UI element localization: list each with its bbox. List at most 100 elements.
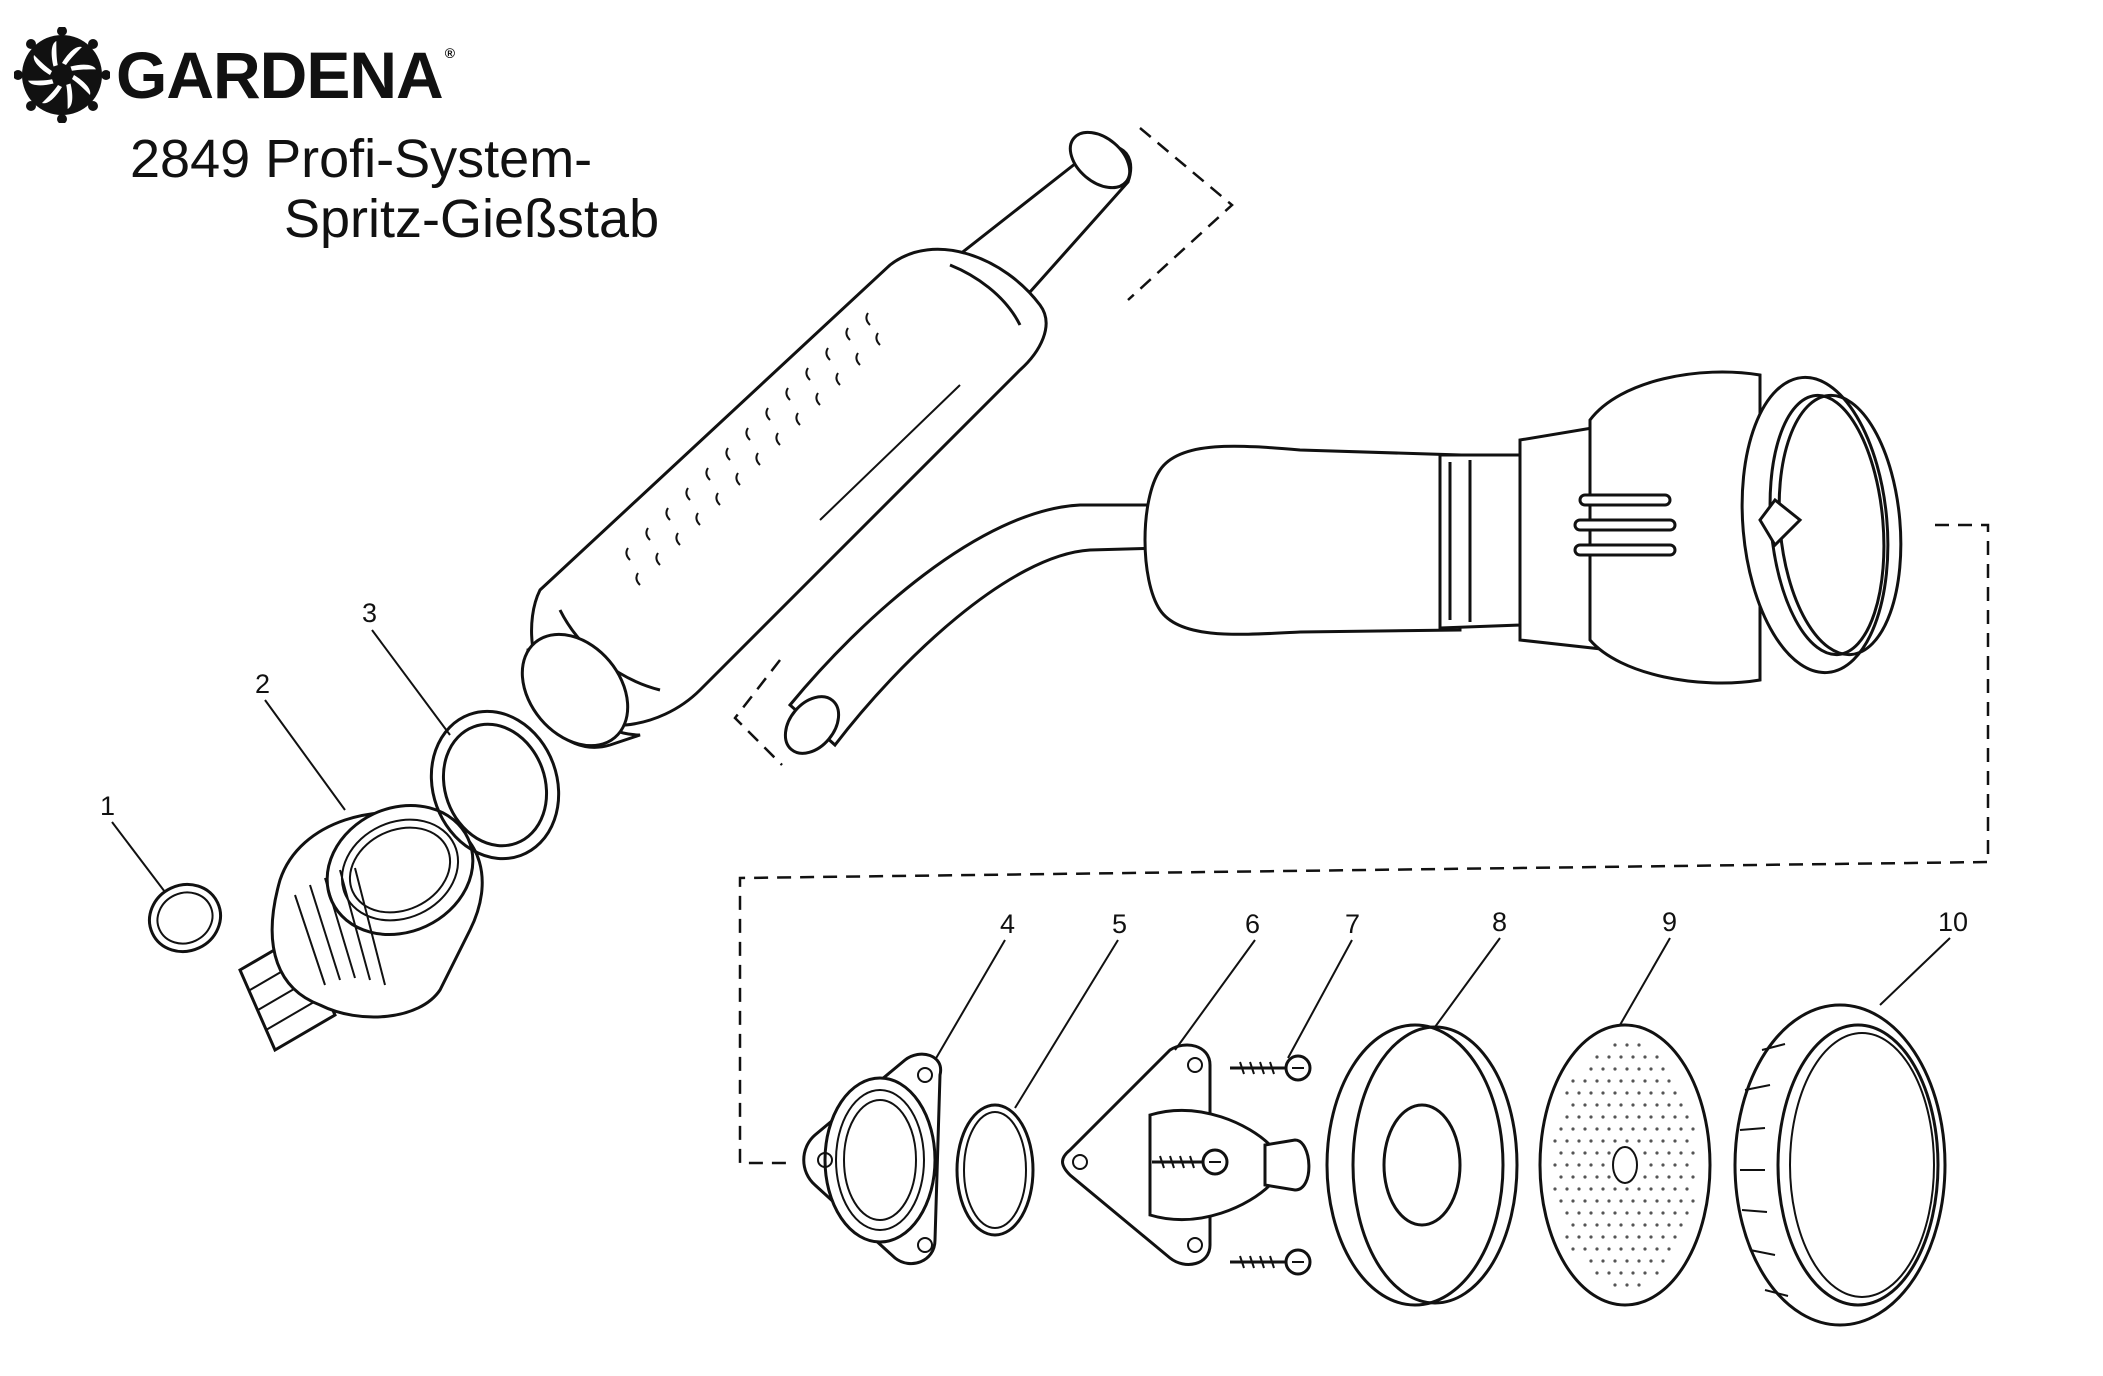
spray-hole [1655, 1079, 1659, 1083]
spray-hole [1643, 1151, 1647, 1155]
spray-hole [1679, 1151, 1683, 1155]
spray-hole [1571, 1223, 1575, 1227]
spray-hole [1613, 1043, 1617, 1047]
spray-hole [1595, 1055, 1599, 1059]
spray-hole [1655, 1127, 1659, 1131]
spray-hole [1583, 1223, 1587, 1227]
spray-hole [1583, 1079, 1587, 1083]
spray-hole [1565, 1235, 1569, 1239]
spray-hole [1655, 1247, 1659, 1251]
part-number-5: 5 [1112, 909, 1127, 939]
spray-hole [1571, 1199, 1575, 1203]
spray-hole [1619, 1055, 1623, 1059]
spray-hole [1595, 1151, 1599, 1155]
spray-hole [1565, 1091, 1569, 1095]
part-7-screws [1152, 1054, 1312, 1276]
spray-hole [1607, 1055, 1611, 1059]
spray-hole [1589, 1115, 1593, 1119]
spray-hole [1583, 1103, 1587, 1107]
spray-hole [1607, 1079, 1611, 1083]
spray-hole [1667, 1103, 1671, 1107]
spray-hole [1571, 1127, 1575, 1131]
spray-hole [1625, 1235, 1629, 1239]
spray-hole [1655, 1223, 1659, 1227]
spray-hole [1631, 1247, 1635, 1251]
spray-hole [1655, 1055, 1659, 1059]
spray-hole [1553, 1139, 1557, 1143]
spray-hole [1619, 1223, 1623, 1227]
registered-mark: ® [444, 45, 456, 61]
spray-hole [1607, 1127, 1611, 1131]
spray-hole [1601, 1163, 1605, 1167]
spray-hole [1595, 1223, 1599, 1227]
spray-hole [1637, 1139, 1641, 1143]
spray-hole [1589, 1067, 1593, 1071]
spray-hole [1553, 1163, 1557, 1167]
spray-hole [1685, 1115, 1689, 1119]
spray-hole [1619, 1079, 1623, 1083]
spray-hole [1577, 1211, 1581, 1215]
spray-hole [1571, 1175, 1575, 1179]
spray-hole [1661, 1211, 1665, 1215]
spray-hole [1667, 1223, 1671, 1227]
spray-hole [1553, 1187, 1557, 1191]
diagram-title-line2: Spritz-Gießstab [284, 189, 660, 249]
spray-hole [1577, 1091, 1581, 1095]
spray-hole [1661, 1187, 1665, 1191]
spray-hole [1595, 1247, 1599, 1251]
spray-hole [1613, 1235, 1617, 1239]
part-number-9: 9 [1662, 907, 1677, 937]
spray-hole [1583, 1175, 1587, 1179]
spray-hole [1631, 1223, 1635, 1227]
spray-hole [1565, 1211, 1569, 1215]
spray-hole [1595, 1271, 1599, 1275]
spray-hole [1673, 1235, 1677, 1239]
spray-hole [1625, 1067, 1629, 1071]
spray-hole [1655, 1151, 1659, 1155]
spray-hole [1673, 1211, 1677, 1215]
spray-hole [1631, 1055, 1635, 1059]
spray-hole [1625, 1091, 1629, 1095]
spray-hole [1601, 1091, 1605, 1095]
spray-hole [1667, 1151, 1671, 1155]
spray-hole [1595, 1103, 1599, 1107]
spray-hole [1649, 1139, 1653, 1143]
spray-hole [1667, 1127, 1671, 1131]
spray-hole [1691, 1151, 1695, 1155]
spray-hole [1559, 1199, 1563, 1203]
spray-hole [1637, 1091, 1641, 1095]
part-number-8: 8 [1492, 907, 1507, 937]
spray-hole [1613, 1139, 1617, 1143]
spray-hole [1577, 1139, 1581, 1143]
spray-hole [1679, 1103, 1683, 1107]
spray-hole [1601, 1139, 1605, 1143]
spray-hole [1619, 1247, 1623, 1251]
spray-hole [1685, 1187, 1689, 1191]
part-4-flange-plate [802, 1052, 943, 1266]
spray-hole [1589, 1163, 1593, 1167]
spray-hole [1607, 1199, 1611, 1203]
spray-hole [1613, 1259, 1617, 1263]
spray-hole [1679, 1175, 1683, 1179]
spray-hole [1649, 1091, 1653, 1095]
brand-logo: GARDENA ® [14, 27, 456, 123]
handle-grip-dots [625, 312, 881, 586]
spray-hole [1649, 1235, 1653, 1239]
spray-hole [1559, 1127, 1563, 1131]
part-number-4: 4 [1000, 909, 1015, 939]
spray-hole [1673, 1139, 1677, 1143]
spray-hole [1601, 1067, 1605, 1071]
spray-hole [1625, 1211, 1629, 1215]
spray-hole [1595, 1079, 1599, 1083]
spray-hole [1643, 1199, 1647, 1203]
spray-hole [1607, 1175, 1611, 1179]
spray-hole [1571, 1151, 1575, 1155]
spray-hole [1625, 1115, 1629, 1119]
spray-hole [1649, 1211, 1653, 1215]
spray-hole [1613, 1091, 1617, 1095]
part-number-7: 7 [1345, 909, 1360, 939]
spray-hole [1625, 1043, 1629, 1047]
spray-hole [1661, 1091, 1665, 1095]
spray-hole [1613, 1283, 1617, 1287]
